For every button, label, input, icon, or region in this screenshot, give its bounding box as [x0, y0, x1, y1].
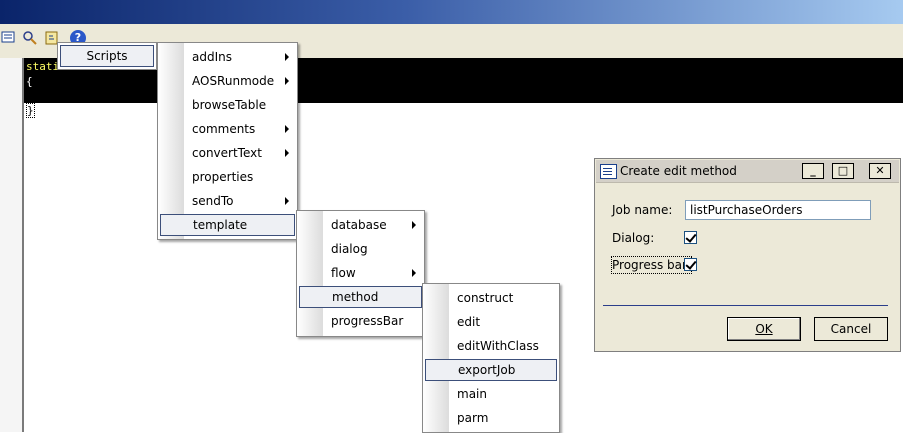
- menu-item-flow[interactable]: flow: [299, 262, 422, 284]
- submenu-arrow-icon: [285, 125, 289, 133]
- submenu-arrow-icon: [412, 221, 416, 229]
- menu-item-template[interactable]: template: [160, 214, 295, 236]
- window-title-bar: [0, 0, 903, 24]
- menu-item-sendto[interactable]: sendTo: [160, 190, 295, 212]
- menu-item-label: dialog: [331, 242, 368, 256]
- menu-item-label: sendTo: [192, 194, 234, 208]
- menu-item-label: progressBar: [331, 314, 404, 328]
- submenu-arrow-icon: [285, 197, 289, 205]
- menu-item-label: browseTable: [192, 98, 267, 112]
- code-line-3: }: [26, 103, 35, 118]
- menu-item-progressbar[interactable]: progressBar: [299, 310, 422, 332]
- menu-item-label: construct: [457, 291, 514, 305]
- menu-item-dialog[interactable]: dialog: [299, 238, 422, 260]
- template-submenu: database dialog flow method progressBar: [296, 210, 425, 337]
- menu-item-label: main: [457, 387, 487, 401]
- submenu-arrow-icon: [285, 149, 289, 157]
- menu-item-editwithclass[interactable]: editWithClass: [425, 335, 557, 357]
- find-icon[interactable]: [22, 30, 38, 46]
- menu-item-aosrunmode[interactable]: AOSRunmode: [160, 70, 295, 92]
- progress-bar-checkbox[interactable]: [684, 258, 697, 271]
- menu-item-label: AOSRunmode: [192, 74, 275, 88]
- dialog-checkbox[interactable]: [684, 231, 697, 244]
- menu-item-method[interactable]: method: [299, 286, 422, 308]
- menu-item-comments[interactable]: comments: [160, 118, 295, 140]
- code-line-2: {: [26, 75, 33, 88]
- form-icon: [600, 164, 617, 179]
- menu-item-properties[interactable]: properties: [160, 166, 295, 188]
- menu-item-main[interactable]: main: [425, 383, 557, 405]
- ok-button-label: OK: [755, 322, 773, 336]
- menu-item-label: addIns: [192, 50, 232, 64]
- menu-item-browsetable[interactable]: browseTable: [160, 94, 295, 116]
- menu-item-addins[interactable]: addIns: [160, 46, 295, 68]
- menu-item-label: properties: [192, 170, 254, 184]
- menu-item-label: convertText: [192, 146, 262, 160]
- menu-item-label: parm: [457, 411, 489, 425]
- maximize-button[interactable]: □: [832, 163, 854, 179]
- menu-item-database[interactable]: database: [299, 214, 422, 236]
- dialog-separator: [603, 305, 888, 306]
- script-icon[interactable]: [44, 30, 60, 46]
- menu-item-label: flow: [331, 266, 356, 280]
- scripts-menu-item[interactable]: Scripts: [60, 45, 154, 67]
- submenu-arrow-icon: [412, 269, 416, 277]
- method-submenu: construct edit editWithClass exportJob m…: [422, 283, 560, 433]
- dialog-title-bar: Create edit method _ □ ✕: [596, 160, 899, 183]
- dialog-checkbox-label: Dialog:: [612, 231, 655, 245]
- menu-item-edit[interactable]: edit: [425, 311, 557, 333]
- job-name-input[interactable]: [685, 200, 871, 220]
- minimize-button[interactable]: _: [802, 163, 824, 179]
- list-icon[interactable]: [0, 30, 16, 46]
- menu-item-label: database: [331, 218, 387, 232]
- menu-item-label: template: [193, 218, 248, 232]
- submenu-arrow-icon: [285, 77, 289, 85]
- editor-gutter: [0, 58, 24, 432]
- menu-item-construct[interactable]: construct: [425, 287, 557, 309]
- menu-item-converttext[interactable]: convertText: [160, 142, 295, 164]
- code-line-1: static: [26, 60, 66, 73]
- menu-item-label: edit: [457, 315, 481, 329]
- create-edit-method-dialog: Create edit method _ □ ✕ Job name: Dialo…: [594, 158, 901, 352]
- submenu-arrow-icon: [285, 53, 289, 61]
- job-name-label: Job name:: [612, 203, 673, 217]
- cancel-button[interactable]: Cancel: [814, 317, 888, 341]
- menu-item-label: editWithClass: [457, 339, 539, 353]
- menu-item-label: exportJob: [458, 363, 516, 377]
- menu-item-exportjob[interactable]: exportJob: [425, 359, 557, 381]
- close-button[interactable]: ✕: [869, 163, 891, 179]
- progress-bar-checkbox-label: Progress bar:: [611, 256, 692, 274]
- menu-item-label: method: [332, 290, 379, 304]
- dialog-title: Create edit method: [620, 164, 737, 178]
- ok-button[interactable]: OK: [727, 317, 801, 341]
- scripts-submenu: addIns AOSRunmode browseTable comments c…: [157, 42, 298, 240]
- menu-item-label: comments: [192, 122, 256, 136]
- menu-item-parm[interactable]: parm: [425, 407, 557, 429]
